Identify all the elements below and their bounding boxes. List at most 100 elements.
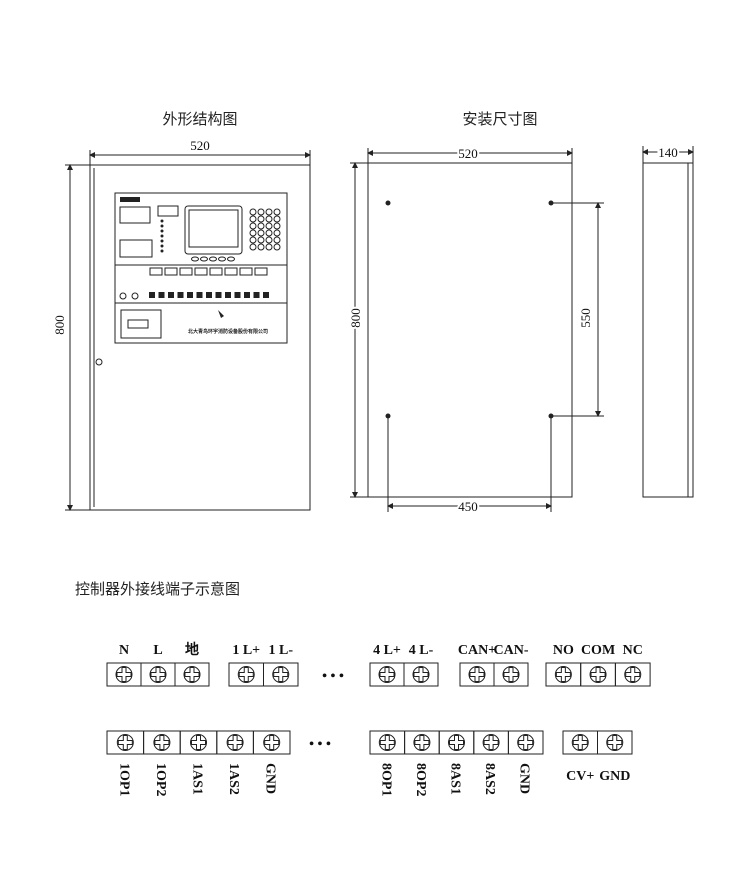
- terminal-label: 1AS1: [190, 763, 205, 795]
- terminal-block-row1-1: 1 L+ 1 L-: [228, 643, 299, 687]
- screw-icon: [237, 666, 255, 683]
- terminal-cell: [252, 730, 291, 755]
- terminal-label: 1OP2: [153, 763, 168, 796]
- key-button: [257, 236, 265, 244]
- screw-icon: [554, 666, 572, 683]
- screw-icon: [468, 666, 486, 683]
- install-view: 520 800 550 450: [346, 144, 604, 516]
- terminal-label: NC: [623, 643, 643, 658]
- terminal-block-row1-3: CAN+CAN-: [458, 643, 529, 687]
- terminal-diagram-title: 控制器外接线端子示意图: [75, 580, 240, 598]
- terminal-label: 8OP2: [413, 763, 428, 796]
- hole-vertical-label: 550: [578, 308, 593, 328]
- key-button: [249, 222, 257, 230]
- key-button: [257, 208, 265, 216]
- terminal-label: GND: [517, 763, 532, 794]
- terminal-label: COM: [581, 643, 615, 658]
- screw-icon: [589, 666, 607, 683]
- terminal-label: 8AS2: [482, 763, 497, 795]
- key-button: [273, 236, 281, 244]
- key-button: [273, 229, 281, 237]
- install-width-label: 520: [458, 146, 478, 161]
- key-button: [273, 222, 281, 230]
- screw-icon: [412, 666, 430, 683]
- terminal-label: 8OP1: [378, 763, 393, 796]
- terminal-label: CAN+: [458, 643, 496, 658]
- screw-icon: [482, 734, 500, 751]
- screw-icon: [149, 666, 167, 683]
- terminal-label: 4 L+: [373, 643, 401, 658]
- install-height-label: 800: [348, 308, 363, 328]
- key-button: [249, 243, 257, 251]
- screw-icon: [263, 734, 281, 751]
- hole-horizontal-label: 450: [458, 499, 478, 514]
- key-button: [273, 243, 281, 251]
- key-button: [249, 215, 257, 223]
- terminal-label: 1 L+: [232, 643, 260, 658]
- terminal-cell: [263, 662, 299, 687]
- ellipsis-row1: • • •: [322, 669, 344, 684]
- terminal-label: N: [119, 643, 129, 658]
- key-button: [265, 222, 273, 230]
- terminal-cell: [174, 662, 210, 687]
- terminal-label: CV+: [566, 769, 594, 784]
- install-view-title: 安装尺寸图: [462, 110, 537, 128]
- lcd-screen: [188, 209, 239, 248]
- ellipsis-row2: • • •: [309, 737, 331, 752]
- key-button: [249, 208, 257, 216]
- screw-icon: [115, 666, 133, 683]
- terminal-block-row1-4: NO COM NC: [545, 643, 651, 687]
- side-depth-label: 140: [658, 145, 678, 160]
- terminal-label: GND: [599, 769, 630, 784]
- keypad: [249, 208, 281, 251]
- screw-icon: [606, 734, 624, 751]
- screw-icon: [571, 734, 589, 751]
- screw-icon: [153, 734, 171, 751]
- screw-icon: [448, 734, 465, 751]
- key-button: [265, 208, 273, 216]
- key-button: [273, 208, 281, 216]
- terminal-cell: [507, 730, 544, 755]
- screw-icon: [624, 666, 642, 683]
- key-button: [265, 243, 273, 251]
- screw-icon: [502, 666, 520, 683]
- terminal-block-row2-2: CV+ GND: [562, 730, 633, 784]
- control-panel: 北大青鸟环宇消防设备股份有限公司: [114, 192, 288, 344]
- screw-icon: [226, 734, 244, 751]
- terminal-label: GND: [263, 763, 278, 794]
- screw-icon: [413, 734, 431, 751]
- terminal-block-row1-2: 4 L+ 4 L-: [369, 643, 439, 687]
- printer-slot: [127, 319, 149, 329]
- key-button: [265, 215, 273, 223]
- logo-icon: [120, 197, 140, 202]
- key-button: [265, 229, 273, 237]
- terminal-label: 1OP1: [116, 763, 131, 796]
- terminal-label: 1 L-: [269, 643, 294, 658]
- screw-icon: [517, 734, 535, 751]
- terminal-label: NO: [553, 643, 574, 658]
- front-view-title: 外形结构图: [162, 110, 237, 128]
- terminal-cell: [614, 662, 651, 687]
- key-button: [257, 215, 265, 223]
- screw-icon: [183, 666, 201, 683]
- terminal-label: L: [153, 643, 162, 658]
- terminal-label: 8AS1: [448, 763, 463, 795]
- key-button: [273, 215, 281, 223]
- terminal-cell: [493, 662, 529, 687]
- key-button: [257, 243, 265, 251]
- door-lock-icon: [95, 358, 103, 366]
- screw-icon: [378, 666, 396, 683]
- screw-icon: [272, 666, 290, 683]
- mount-hole: [385, 200, 391, 206]
- company-name: 北大青鸟环宇消防设备股份有限公司: [188, 328, 268, 335]
- key-button: [249, 229, 257, 237]
- brand-bird-icon: [218, 310, 224, 318]
- front-view: 520 800 北大青鸟环宇消防设备股份有限公司: [52, 138, 311, 511]
- terminal-label: 4 L-: [409, 643, 434, 658]
- terminal-block-row2-1: 8OP1 8OP2 8AS1 8AS2 GND: [369, 730, 544, 796]
- key-button: [265, 236, 273, 244]
- terminal-cell: [403, 662, 439, 687]
